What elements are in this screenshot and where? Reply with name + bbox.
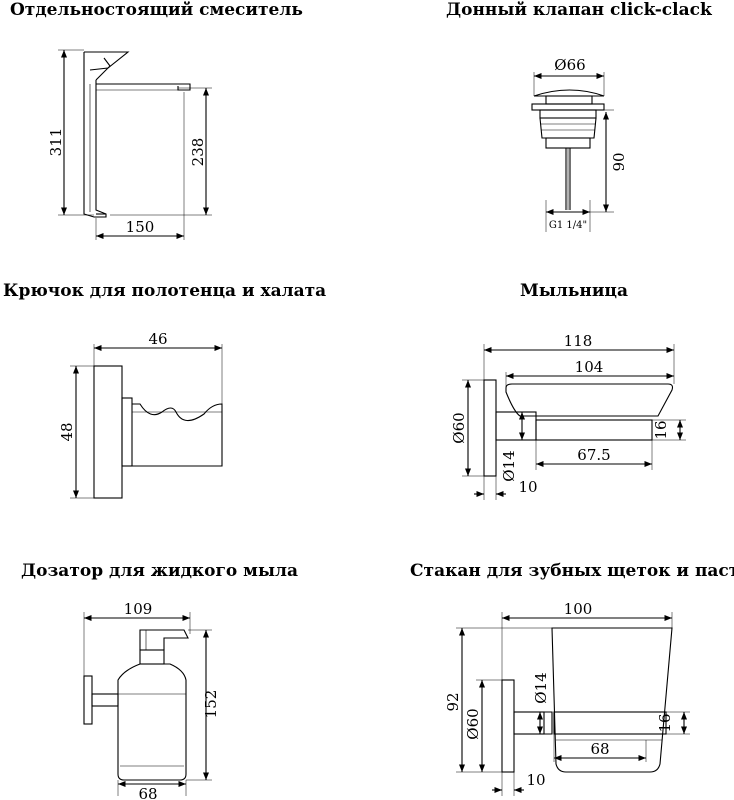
drain-title: Донный клапан click-clack bbox=[446, 0, 712, 20]
tumbler-holder-height-label: 16 bbox=[656, 713, 674, 732]
tumbler-title: Стакан для зубных щеток и пасты bbox=[410, 561, 734, 581]
tumbler-height-label: 92 bbox=[444, 692, 462, 711]
hook-width-label: 46 bbox=[148, 330, 167, 348]
faucet-reach-label: 150 bbox=[126, 218, 155, 236]
dispenser-title: Дозатор для жидкого мыла bbox=[21, 561, 298, 581]
dispenser-body-width-label: 68 bbox=[138, 785, 157, 800]
soap-dish-drawing bbox=[462, 344, 686, 500]
tumbler-rod-diameter-label: Ø14 bbox=[532, 672, 550, 703]
soap-dish-height-label: 16 bbox=[652, 420, 670, 439]
faucet-height-label: 311 bbox=[47, 128, 65, 157]
soap-dish-base-width-label: 67.5 bbox=[577, 446, 610, 464]
drain-drawing bbox=[531, 72, 614, 232]
soap-dish-plate-diameter-label: Ø60 bbox=[450, 412, 468, 443]
drain-thread-label: G1 1/4" bbox=[549, 220, 587, 231]
soap-dish-title: Мыльница bbox=[520, 281, 629, 301]
hook-height-label: 48 bbox=[58, 422, 76, 441]
dispenser-height-label: 152 bbox=[202, 690, 220, 719]
soap-dish-total-width-label: 118 bbox=[564, 332, 593, 350]
tumbler-drawing bbox=[456, 612, 690, 796]
hook-drawing bbox=[70, 344, 223, 499]
soap-dish-dish-width-label: 104 bbox=[575, 358, 604, 376]
dispenser-drawing bbox=[83, 612, 212, 796]
hook-title: Крючок для полотенца и халата bbox=[3, 281, 327, 301]
dispenser-total-width-label: 109 bbox=[124, 600, 153, 618]
drain-height-label: 90 bbox=[610, 152, 628, 171]
tumbler-plate-diameter-label: Ø60 bbox=[464, 708, 482, 739]
soap-dish-plate-depth-label: 10 bbox=[518, 478, 537, 496]
drain-diameter-label: Ø66 bbox=[554, 56, 585, 74]
tumbler-plate-depth-label: 10 bbox=[526, 771, 545, 789]
tumbler-glass-width-label: 68 bbox=[590, 740, 609, 758]
soap-dish-rod-diameter-label: Ø14 bbox=[500, 450, 518, 481]
faucet-title: Отдельностоящий смеситель bbox=[10, 0, 303, 20]
tumbler-total-width-label: 100 bbox=[564, 600, 593, 618]
faucet-drawing bbox=[58, 49, 212, 240]
faucet-spout-height-label: 238 bbox=[189, 138, 207, 167]
